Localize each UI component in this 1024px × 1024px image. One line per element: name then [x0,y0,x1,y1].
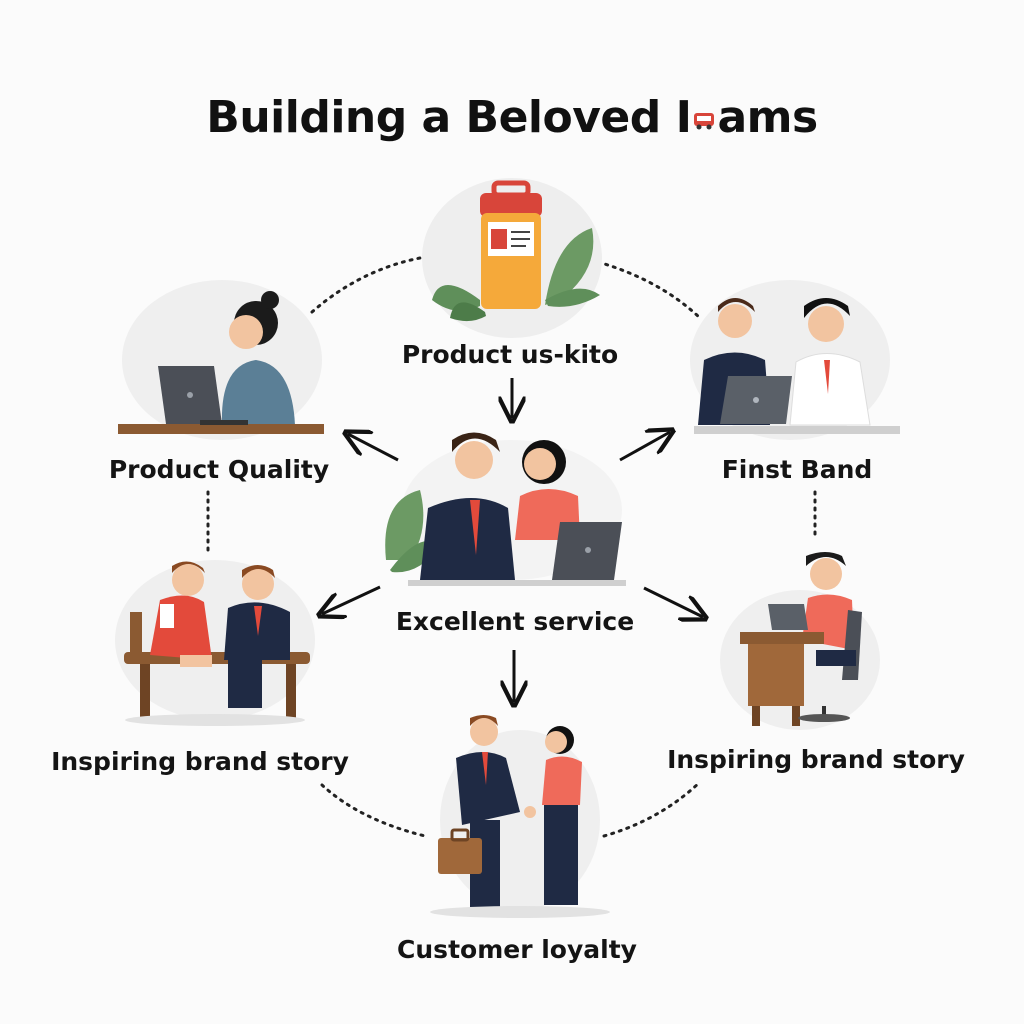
arrow-center-to-right-bottom [643,586,703,617]
colleagues-at-laptop-illustration [690,280,900,440]
node-label-left-bottom: Inspiring brand story [51,747,349,776]
handshake-couple-illustration [430,715,610,918]
laptop-icon [720,376,792,424]
service-team-illustration [385,432,626,586]
briefcase-icon [438,828,482,874]
node-label-right-bottom: Inspiring brand story [667,745,965,774]
laptop-icon [552,522,622,580]
node-label-top: Product us-kito [401,340,619,369]
laptop-icon [768,604,808,630]
node-label-center: Excellent service [395,607,635,636]
title-suffix: ams [717,92,818,143]
product-jar-icon [480,180,542,309]
connector-top-left [310,256,422,314]
handshake-icon [524,806,536,818]
conversation-on-bench-illustration [115,560,315,726]
leaf-icon [432,228,600,322]
flow-arrows [322,378,703,702]
arrow-center-to-left-top [348,434,399,462]
connector-top-right [596,260,702,320]
woman-at-laptop-illustration [118,280,324,440]
connector-bottom-left [320,783,427,838]
node-label-right-top: Finst Band [721,455,873,484]
dotted-connectors [206,256,817,838]
arrow-center-to-left-bottom [322,585,381,614]
product-jar-illustration [422,178,602,338]
title-prefix: Building a Beloved I [206,92,692,143]
arrow-center-to-right-top [619,432,670,462]
man-at-desk-illustration [720,552,880,730]
node-label-left-top: Product Quality [108,455,330,484]
truck-logo-icon [694,113,715,130]
diagram-title: Building a Beloved I ams [0,92,1024,143]
node-label-bottom: Customer loyalty [397,935,637,964]
laptop-icon [158,366,248,425]
connector-bottom-right [602,780,702,838]
